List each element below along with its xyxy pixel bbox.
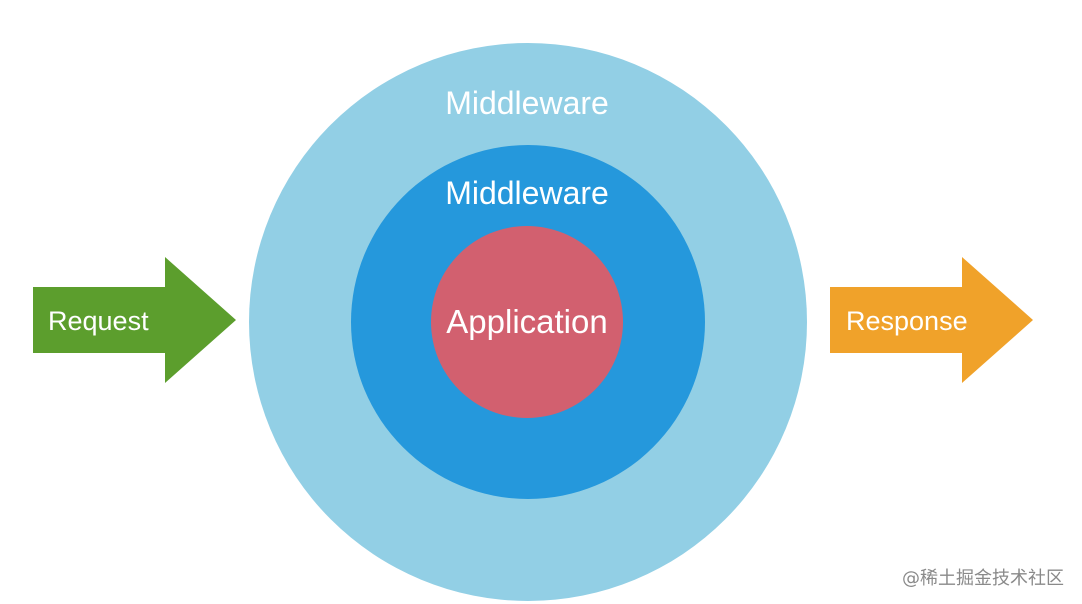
inner-middleware-label: Middleware [445, 175, 609, 211]
request-arrow: Request [33, 257, 236, 383]
request-arrow-shape [33, 257, 236, 383]
application-core [431, 226, 623, 418]
application-label: Application [446, 303, 607, 340]
request-arrow-label: Request [48, 306, 149, 336]
response-arrow-shape [830, 257, 1033, 383]
outer-middleware-label: Middleware [445, 85, 609, 121]
response-arrow: Response [830, 257, 1033, 383]
watermark: @稀土掘金技术社区 [902, 568, 1064, 589]
response-arrow-label: Response [846, 306, 968, 336]
